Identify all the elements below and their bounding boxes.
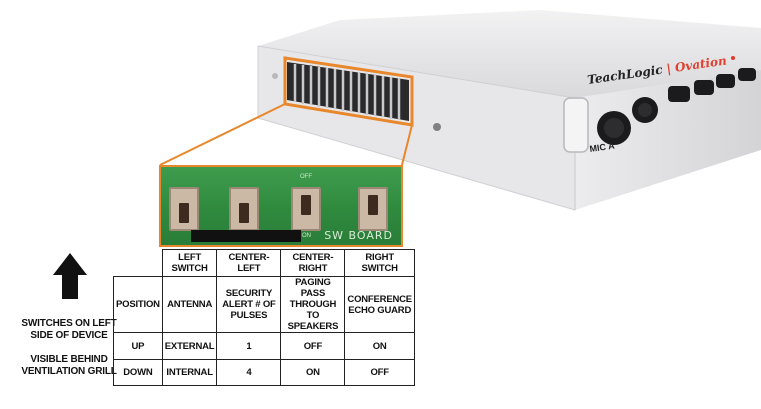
table-cell: CONFERENCE ECHO GUARD	[344, 276, 415, 333]
row-label: DOWN	[113, 359, 163, 386]
knob	[738, 68, 756, 81]
knob	[716, 74, 735, 88]
row-label: UP	[113, 332, 163, 360]
device-front	[575, 70, 761, 210]
table-cell: ON	[280, 359, 346, 386]
table-cell: OFF	[280, 332, 346, 360]
arrow-up-icon-stem	[62, 274, 78, 299]
table-cell: EXTERNAL	[161, 332, 218, 360]
ventilation-grill	[287, 62, 409, 121]
table-row: POSITION ANTENNA SECURITY ALERT # OF PUL…	[113, 276, 415, 333]
screw	[272, 73, 278, 79]
table-row: UP EXTERNAL 1 OFF ON	[113, 332, 415, 360]
device-top	[258, 10, 761, 98]
arrow-up-icon	[53, 253, 87, 275]
dip-switch-right	[358, 187, 388, 231]
screw	[433, 123, 441, 131]
indicator-light	[731, 56, 735, 60]
switch-board-photo: OFF ON SW BOARD	[159, 165, 403, 247]
header-center-left: CENTER-LEFT	[216, 249, 282, 277]
table-cell: INTERNAL	[161, 359, 218, 386]
table-row: DOWN INTERNAL 4 ON OFF	[113, 359, 415, 386]
dip-switch-center-right	[291, 187, 321, 231]
mic-a-label: MIC A	[589, 141, 616, 154]
table-cell: ANTENNA	[161, 276, 218, 333]
redacted-bar	[191, 230, 301, 242]
table-cell: 4	[216, 359, 282, 386]
knob-mic-a	[597, 111, 631, 145]
header-center-right: CENTER-RIGHT	[280, 249, 346, 277]
knob	[668, 86, 690, 102]
board-mark-on: ON	[302, 233, 311, 239]
row-label: POSITION	[113, 276, 163, 333]
table-cell: 1	[216, 332, 282, 360]
knob	[632, 97, 658, 123]
header-left-switch: LEFT SWITCH	[161, 249, 218, 277]
power-rocker	[563, 97, 589, 153]
table-cell: ON	[344, 332, 415, 360]
header-right-switch: RIGHT SWITCH	[344, 249, 415, 277]
switch-settings-table: LEFT SWITCH CENTER-LEFT CENTER-RIGHT RIG…	[113, 249, 415, 386]
side-note-visible: VISIBLE BEHIND VENTILATION GRILL	[21, 354, 117, 377]
callout-line	[401, 124, 413, 166]
table-cell: PAGING PASS THROUGH TO SPEAKERS	[280, 276, 346, 333]
dip-switch-center-left	[229, 187, 259, 231]
table-cell: SECURITY ALERT # OF PULSES	[216, 276, 282, 333]
table-cell: OFF	[344, 359, 415, 386]
side-note-switches: SWITCHES ON LEFT SIDE OF DEVICE	[21, 318, 117, 341]
knob	[694, 80, 714, 95]
dip-switch-left	[169, 187, 199, 231]
board-label: SW BOARD	[324, 229, 393, 242]
device-illustration: TeachLogic | Ovation MIC A	[159, 10, 761, 211]
board-mark-off: OFF	[300, 174, 312, 180]
callout-line	[159, 103, 286, 166]
